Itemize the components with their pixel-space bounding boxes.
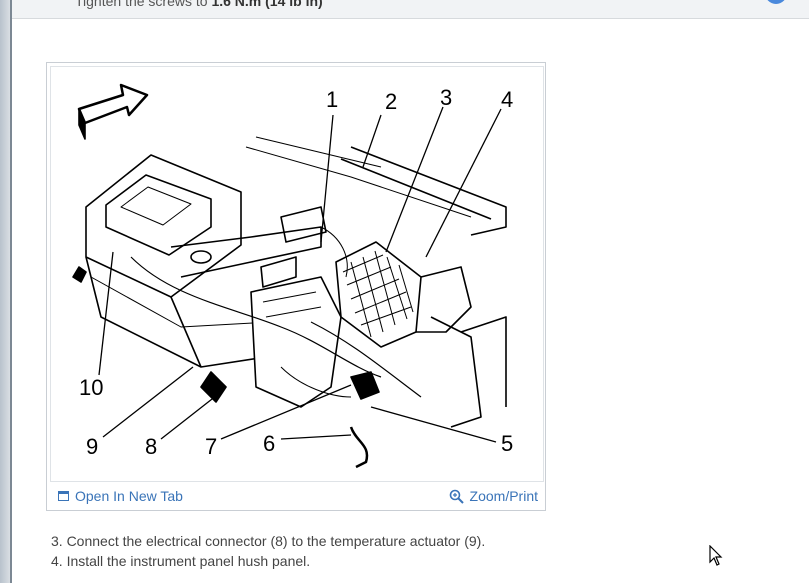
scroll-top-button[interactable] xyxy=(765,0,787,4)
instruction-steps: 3. Connect the electrical connector (8) … xyxy=(51,531,485,571)
callout-4: 4 xyxy=(501,87,513,112)
callout-7: 7 xyxy=(205,434,217,459)
open-in-new-tab-label: Open In New Tab xyxy=(75,488,183,504)
diagram-drawing: 1 2 3 4 5 6 7 8 9 10 xyxy=(72,83,513,469)
step-4: 4. Install the instrument panel hush pan… xyxy=(51,553,311,569)
open-in-new-tab-link[interactable]: Open In New Tab xyxy=(58,488,183,504)
direction-arrow-icon xyxy=(77,83,149,125)
figure-toolbar: Open In New Tab Zoom/Print xyxy=(50,484,544,508)
window-left-border xyxy=(10,0,12,583)
zoom-print-label: Zoom/Print xyxy=(469,488,538,504)
callout-10: 10 xyxy=(79,375,103,400)
window-left-edge xyxy=(0,0,10,583)
callout-5: 5 xyxy=(501,431,513,456)
zoom-print-link[interactable]: Zoom/Print xyxy=(449,488,538,504)
figure-panel: 1 2 3 4 5 6 7 8 9 10 Open In New Tab xyxy=(46,62,546,511)
zoom-icon xyxy=(449,489,464,504)
callout-6: 6 xyxy=(263,431,275,456)
callout-2: 2 xyxy=(385,89,397,114)
step-3: 3. Connect the electrical connector (8) … xyxy=(51,533,486,549)
torque-value: 1.6 N.m (14 lb in) xyxy=(211,0,323,9)
previous-step-strip: Tighten the screws to 1.6 N.m (14 lb in) xyxy=(12,0,809,19)
previous-step-prefix: Tighten the screws to xyxy=(75,0,212,9)
new-tab-icon xyxy=(58,491,69,501)
callout-8: 8 xyxy=(145,434,157,459)
mouse-cursor-icon xyxy=(709,545,723,566)
callout-3: 3 xyxy=(440,85,452,110)
callout-9: 9 xyxy=(86,434,98,459)
hvac-diagram[interactable]: 1 2 3 4 5 6 7 8 9 10 xyxy=(50,66,544,482)
callout-1: 1 xyxy=(326,87,338,112)
previous-step-text: Tighten the screws to 1.6 N.m (14 lb in) xyxy=(75,0,323,9)
